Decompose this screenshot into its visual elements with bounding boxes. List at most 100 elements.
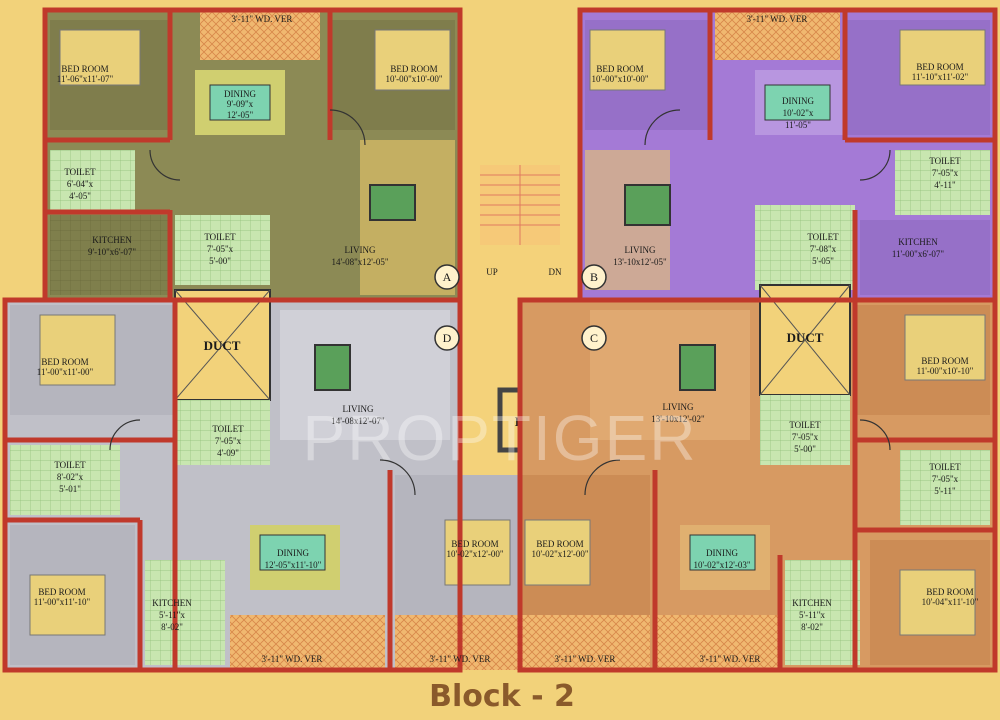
duct-label-left: DUCT [204,338,241,353]
flat-c-bedroom-1-size: 11'-00"x10'-10" [917,366,974,376]
flat-b-bedroom-2-size: 11'-10"x11'-02" [912,72,969,82]
flat-c-toilet-2-name: TOILET [929,462,961,472]
flat-b-bedroom-1-name: BED ROOM [596,64,643,74]
flat-b-dining-size-2: 11'-05" [785,120,811,130]
flat-c-kitchen [785,560,860,665]
flat-d-verandah-2-label: 3'-11" WD. VER [430,654,491,664]
flat-a-verandah-label: 3'-11" WD. VER [232,14,293,24]
flat-c-living-name: LIVING [663,402,694,412]
flat-a-marker-text: A [443,270,452,284]
flat-a-toilet-1-name: TOILET [64,167,96,177]
flat-a-bedroom-1-size: 11'-06"x11'-07" [57,74,114,84]
flat-d-verandah [230,615,385,670]
stair-up-label: UP [486,267,498,277]
flat-c-verandah [655,615,780,670]
flat-a-bedroom-1-name: BED ROOM [61,64,108,74]
flat-c-kitchen-size-2: 8'-02" [801,622,823,632]
flat-a-toilet-2 [175,215,270,285]
flat-d-toilet-2-size-2: 5'-01" [59,484,81,494]
flat-c-verandah-2-label: 3'-11" WD. VER [555,654,616,664]
flat-a-toilet-1 [50,150,135,210]
flat-a-living-size: 14'-08"x12'-05" [331,257,388,267]
flat-d-kitchen-name: KITCHEN [152,598,192,608]
flat-d-toilet-2-size-1: 8'-02"x [57,472,84,482]
flat-d-kitchen-size-1: 5'-11"x [159,610,185,620]
flat-b-marker-text: B [590,270,598,284]
flat-d-bedroom-3-name: BED ROOM [451,539,498,549]
flat-c-bedroom-3-name: BED ROOM [536,539,583,549]
flat-d-dining-name: DINING [277,548,309,558]
flat-d-kitchen [145,560,225,665]
flat-c-living-size: 13'-10x12'-02" [651,414,705,424]
flat-c [520,284,995,670]
flat-b-marker: B [581,264,607,290]
flat-a-bedroom-2-name: BED ROOM [390,64,437,74]
flat-d-toilet-1-name: TOILET [212,424,244,434]
flat-c-bedroom-2-name: BED ROOM [926,587,973,597]
flat-c-verandah-label: 3'-11" WD. VER [700,654,761,664]
flat-c-marker: C [581,325,607,351]
flat-d-bedroom-1-size: 11'-00"x11'-00" [37,367,94,377]
flat-a-toilet-2-size-2: 5'-00" [209,256,231,266]
flat-d-bedroom-2-name: BED ROOM [38,587,85,597]
flat-d-marker: D [434,325,460,351]
flat-d-living-name: LIVING [343,404,374,414]
flat-a-dining-name: DINING [224,89,256,99]
flat-b-toilet-2-name: TOILET [807,232,839,242]
flat-b-living-size: 13'-10x12'-05" [613,257,667,267]
flat-c-verandah-2 [520,615,650,670]
flat-a-toilet-1-size-1: 6'-04"x [67,179,94,189]
flat-c-bedroom-3-size: 10'-02"x12'-00" [531,549,588,559]
door-swings [109,109,891,496]
flat-d-living-size: 14'-08x12'-07" [331,416,385,426]
flat-d-toilet-1 [175,400,270,465]
flat-d-kitchen-size-2: 8'-02" [161,622,183,632]
flat-c-dining-name: DINING [706,548,738,558]
flat-a-bedroom-2-size: 10'-00"x10'-00" [385,74,442,84]
flat-b-toilet-1 [895,150,990,215]
flat-c-kitchen-size-1: 5'-11"x [799,610,825,620]
flat-a [45,10,460,300]
flat-c-toilet-1-size-1: 7'-05"x [792,432,819,442]
flat-a-verandah [200,10,320,60]
flat-b-dining-size-1: 10'-02"x [783,108,814,118]
flat-d-dining-size: 12'-05"x11'-10" [265,560,322,570]
flat-a-kitchen-size: 9'-10"x6'-07" [88,247,136,257]
staircase [480,165,560,245]
flat-c-toilet-1-name: TOILET [789,420,821,430]
flat-c-toilet-2-size-2: 5'-11" [934,486,956,496]
room-labels: 3'-11" WD. VER BED ROOM 11'-06"x11'-07" … [34,14,979,664]
flat-c-bedroom-1-name: BED ROOM [921,356,968,366]
flat-b [580,10,995,300]
flat-d-toilet-1-size-2: 4'-09" [217,448,239,458]
flat-a-kitchen-name: KITCHEN [92,235,132,245]
flat-c-kitchen-name: KITCHEN [792,598,832,608]
flat-a-toilet-1-size-2: 4'-05" [69,191,91,201]
flat-c-toilet-2 [900,450,990,525]
duct-label-right: DUCT [787,330,824,345]
flat-b-kitchen-name: KITCHEN [898,237,938,247]
flat-a-toilet-2-name: TOILET [204,232,236,242]
flat-b-verandah-label: 3'-11" WD. VER [747,14,808,24]
flat-c-toilet-2-size-1: 7'-05"x [932,474,959,484]
flat-b-toilet-2 [755,205,855,290]
flat-d-verandah-label: 3'-11" WD. VER [262,654,323,664]
flat-b-living-name: LIVING [625,245,656,255]
watermark: PROPTIGER [303,402,698,474]
flat-b-bedroom-2-name: BED ROOM [916,62,963,72]
flat-b-toilet-1-size-1: 7'-05"x [932,168,959,178]
flat-d-marker-text: D [443,331,452,345]
flat-b-toilet-1-size-2: 4'-11" [934,180,956,190]
flat-a-kitchen [50,215,170,295]
walls [2,7,998,673]
flat-b-verandah [715,10,840,60]
flat-a-dining-size-2: 12'-05" [227,110,254,120]
flat-d-bedroom-1-name: BED ROOM [41,357,88,367]
flat-a-dining-size-1: 9'-09"x [227,99,254,109]
flat-d-bedroom-3-size: 10'-02"x12'-00" [446,549,503,559]
flat-c-dining-size: 10'-02"x12'-03" [693,560,750,570]
block-title: Block - 2 [429,679,575,714]
flat-a-living-name: LIVING [345,245,376,255]
flat-c-toilet-1 [760,395,850,465]
